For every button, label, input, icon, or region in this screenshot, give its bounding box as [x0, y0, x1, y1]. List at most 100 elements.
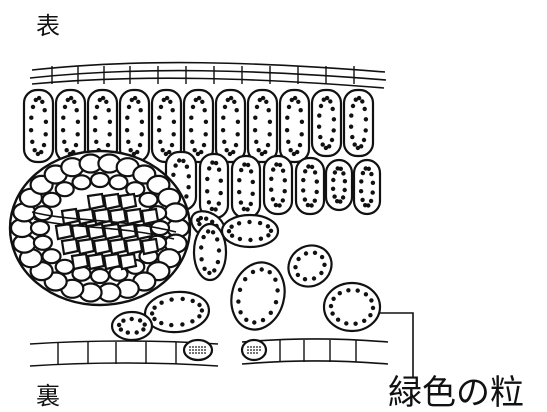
guard-cell-stipple — [201, 352, 203, 354]
lower-epidermis-wall — [242, 339, 388, 342]
chloroplast-dot — [336, 318, 340, 322]
chloroplast-dot — [286, 140, 290, 144]
chloroplast-dot — [199, 257, 203, 261]
chloroplast-dot — [108, 132, 112, 136]
chloroplast-dot — [197, 314, 201, 318]
chloroplast-dot — [273, 278, 277, 282]
chloroplast-dot — [216, 260, 220, 264]
chloroplast-dot — [364, 117, 368, 121]
chloroplast-dot — [169, 297, 173, 301]
xylem-phloem-cell — [104, 224, 120, 239]
chloroplast-dot — [181, 297, 185, 301]
chloroplast-dot — [164, 152, 168, 156]
chloroplast-dot — [170, 143, 174, 147]
chloroplast-dot — [362, 319, 366, 323]
chloroplast-dot — [117, 323, 121, 327]
chloroplast-dot — [303, 169, 307, 173]
chloroplast-dot — [313, 199, 317, 203]
chloroplast-dot — [238, 237, 242, 241]
chloroplast-dot — [360, 99, 364, 103]
bundle-inner-ring-cell — [110, 175, 128, 189]
guard-cell-stipple — [253, 352, 255, 354]
chloroplast-dot — [356, 146, 360, 150]
guard-cell — [184, 340, 212, 360]
chloroplast-dot — [269, 177, 273, 181]
palisade-cell-layer — [24, 90, 373, 162]
chloroplast-dot — [266, 233, 270, 237]
chloroplast-dot — [298, 143, 302, 147]
chloroplast-dot — [93, 116, 97, 120]
chloroplast-dot — [289, 148, 293, 152]
chloroplast-dot — [344, 321, 348, 325]
chloroplast-dot — [189, 116, 193, 120]
palisade-cell — [24, 90, 53, 162]
guard-cell-stipple — [250, 349, 252, 351]
chloroplast-dot — [191, 105, 195, 109]
chloroplast-dot — [36, 152, 40, 156]
chloroplast-dot — [150, 311, 154, 315]
chloroplast-dot — [313, 251, 317, 255]
chloroplast-dot — [267, 108, 271, 112]
bundle-inner-ring-cell — [43, 249, 61, 263]
guard-cell-stipple — [192, 349, 194, 351]
chloroplast-dot — [237, 221, 241, 225]
bundle-inner-ring-cell — [56, 182, 74, 196]
chloroplast-dot — [217, 168, 221, 172]
chloroplast-dot — [329, 304, 333, 308]
chloroplast-dot — [258, 221, 262, 225]
chloroplast-dot — [346, 288, 350, 292]
chloroplast-dot — [211, 230, 215, 234]
chloroplast-dot — [204, 120, 208, 124]
chloroplast-dot — [371, 306, 375, 310]
xylem-phloem-cell — [110, 239, 126, 254]
xylem-phloem-cell — [62, 209, 78, 224]
label-lower-surface: 裏 — [36, 382, 60, 410]
chloroplast-dot — [332, 117, 336, 121]
chloroplast-dot — [341, 171, 345, 175]
chloroplast-dot — [171, 173, 175, 177]
chloroplast-dot — [101, 96, 105, 100]
chloroplast-dot — [251, 192, 255, 196]
chloroplast-dot — [199, 245, 203, 249]
chloroplast-dot — [171, 108, 175, 112]
chloroplast-dot — [199, 216, 203, 220]
chloroplast-dot — [76, 132, 80, 136]
chloroplast-dot — [368, 313, 372, 317]
chloroplast-dot — [312, 276, 316, 280]
chloroplast-dot — [299, 108, 303, 112]
chloroplast-dot — [357, 96, 361, 100]
chloroplast-dot — [353, 322, 357, 326]
lower-epidermis — [30, 339, 388, 366]
chloroplast-dot — [251, 270, 255, 274]
chloroplast-dot — [76, 120, 80, 124]
chloroplast-dot — [364, 292, 368, 296]
chloroplast-dot — [219, 179, 223, 183]
chloroplast-dot — [338, 291, 342, 295]
chloroplast-dot — [63, 105, 67, 109]
chloroplast-dot — [369, 199, 373, 203]
chloroplast-dot — [157, 116, 161, 120]
chloroplast-dot — [197, 222, 201, 226]
chloroplast-dot — [204, 132, 208, 136]
chloroplast-dot — [330, 138, 334, 142]
chloroplast-dot — [168, 100, 172, 104]
chloroplast-dot — [369, 298, 373, 302]
chloroplast-dot — [268, 270, 272, 274]
xylem-phloem-cell — [88, 194, 104, 209]
chloroplast-dot — [254, 140, 258, 144]
chloroplast-dot — [292, 152, 296, 156]
guard-cell-stipple — [189, 346, 191, 348]
chloroplast-dot — [359, 179, 363, 183]
xylem-phloem-cell — [62, 239, 78, 254]
chloroplast-dot — [371, 181, 375, 185]
chloroplast-dot — [278, 163, 282, 167]
chloroplast-dot — [301, 178, 305, 182]
spongy-cell — [281, 238, 339, 295]
chloroplast-dot — [29, 116, 33, 120]
guard-cell-stipple — [256, 352, 258, 354]
chloroplast-dot — [239, 200, 243, 204]
chloroplast-dot — [350, 135, 354, 139]
chloroplast-dot — [223, 105, 227, 109]
chloroplast-dot — [371, 190, 375, 194]
